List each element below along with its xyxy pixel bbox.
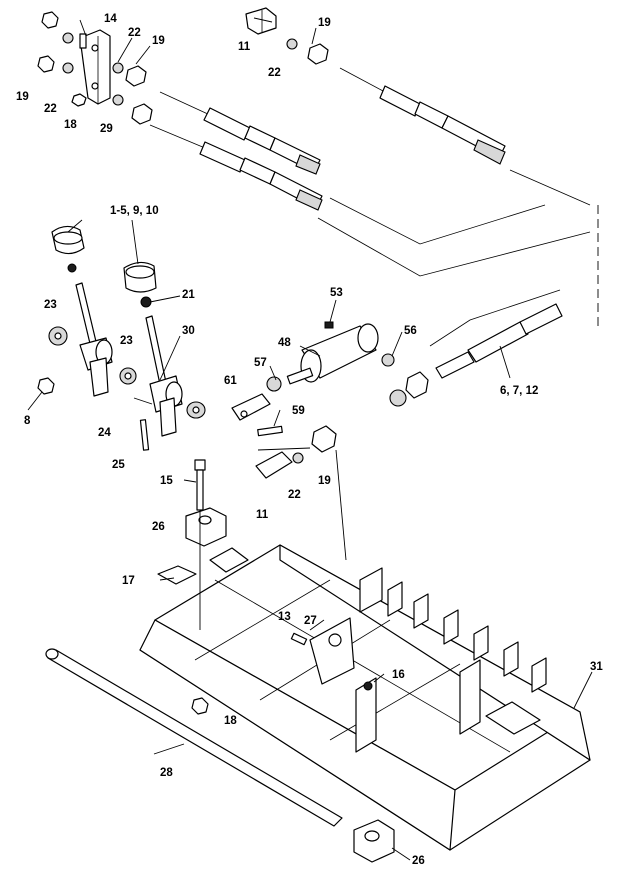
control-cable-2: [149, 124, 323, 211]
callout-13: 13: [278, 611, 291, 623]
callout-19: 19: [16, 91, 29, 103]
cable-routing-lines: [317, 169, 599, 347]
washer-22-a: [62, 32, 74, 44]
callout-29: 29: [100, 123, 113, 135]
callout-48: 48: [278, 337, 291, 349]
lever-assembly-left: [37, 225, 137, 397]
bolt-15: [194, 459, 206, 511]
callout-30: 30: [182, 325, 195, 337]
clamp-26-upper: [185, 507, 227, 547]
nut-18-b: [191, 697, 209, 715]
callout-17: 17: [122, 575, 135, 587]
callout-22: 22: [288, 489, 301, 501]
callout-1-5-9-10: 1-5, 9, 10: [110, 205, 159, 217]
washer-22-b: [62, 62, 74, 74]
control-cable-3: [339, 67, 506, 165]
callout-24: 24: [98, 427, 111, 439]
bracket-assembly-top-left: [37, 11, 153, 125]
actuator-48: [266, 321, 395, 392]
callout-57: 57: [254, 357, 267, 369]
callout-16: 16: [392, 669, 405, 681]
callout-28: 28: [160, 767, 173, 779]
nut-19-b: [37, 55, 55, 73]
callout-15: 15: [160, 475, 173, 487]
tabs-row: [387, 581, 547, 693]
callout-6-7-12: 6, 7, 12: [500, 385, 538, 397]
callout-25: 25: [112, 459, 125, 471]
pin-25: [139, 419, 150, 451]
rod-28: [45, 648, 343, 827]
callout-26: 26: [412, 855, 425, 867]
callout-26: 26: [152, 521, 165, 533]
cable-6-7-12: [389, 303, 563, 407]
callout-18: 18: [224, 715, 237, 727]
callout-23: 23: [44, 299, 57, 311]
callout-31: 31: [590, 661, 603, 673]
callout-11: 11: [256, 509, 269, 521]
callout-56: 56: [404, 325, 417, 337]
callout-14: 14: [104, 13, 117, 25]
nut-19-a: [41, 11, 59, 29]
leader-lines: [27, 17, 593, 861]
callout-19: 19: [318, 475, 331, 487]
callout-22: 22: [44, 103, 57, 115]
callout-22: 22: [268, 67, 281, 79]
plate-17: [157, 565, 197, 585]
clevis-61: [231, 393, 283, 437]
clamp-26-lower: [353, 819, 395, 863]
callout-labels: 14 22 19 19 22 18 29 11 19 22 1-5, 9, 10…: [16, 13, 603, 867]
bolt-13: [290, 632, 308, 646]
nut-18-a: [71, 93, 87, 107]
nut-8: [37, 377, 55, 395]
callout-53: 53: [330, 287, 343, 299]
clevis-11-lower: [255, 425, 337, 479]
callout-19: 19: [152, 35, 165, 47]
callout-21: 21: [182, 289, 195, 301]
frame-31: [139, 544, 591, 851]
callout-27: 27: [304, 615, 317, 627]
callout-23: 23: [120, 335, 133, 347]
control-cable-1: [159, 91, 321, 175]
callout-61: 61: [224, 375, 237, 387]
callout-11: 11: [238, 41, 251, 53]
callout-8: 8: [24, 415, 31, 427]
callout-59: 59: [292, 405, 305, 417]
callout-19: 19: [318, 17, 331, 29]
clevis-11-top: [245, 7, 329, 65]
callout-22: 22: [128, 27, 141, 39]
callout-18: 18: [64, 119, 77, 131]
